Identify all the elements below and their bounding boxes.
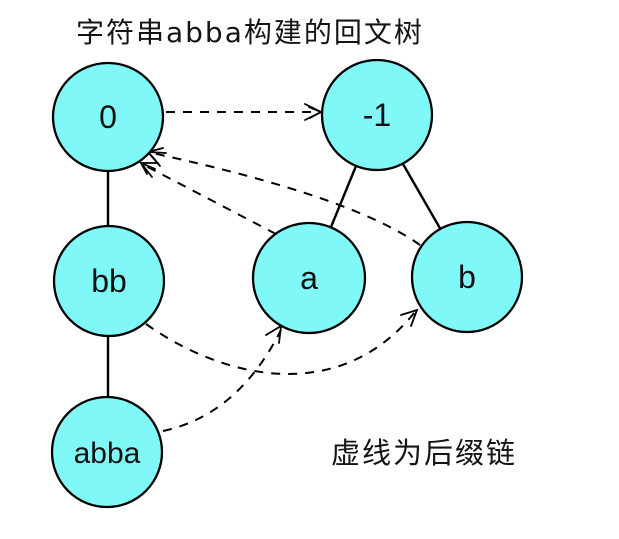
node-neg1-circle bbox=[320, 58, 434, 172]
tree-edge-neg1-a bbox=[329, 165, 358, 228]
suffix-link-bb-to-b bbox=[145, 311, 416, 375]
node-bb-label: bb bbox=[91, 263, 127, 299]
node-0: 0 bbox=[51, 61, 165, 173]
legend-suffix-link-note: 虚线为后缀链 bbox=[331, 436, 517, 470]
node-abba-circle bbox=[50, 395, 164, 509]
node-a-circle bbox=[251, 221, 367, 335]
node-0-label: 0 bbox=[99, 99, 117, 135]
node-a-label: a bbox=[300, 260, 318, 296]
node-neg1-label: -1 bbox=[363, 97, 391, 133]
node-a: a bbox=[251, 221, 367, 335]
suffix-link-b-to-0 bbox=[151, 152, 421, 246]
node-bb-circle bbox=[52, 224, 166, 338]
tree-edge-neg1-b bbox=[401, 163, 443, 231]
diagram-title: 字符串abba构建的回文树 bbox=[76, 16, 424, 49]
node-b-circle bbox=[410, 220, 524, 334]
arrowhead-into-b bbox=[400, 308, 419, 327]
node-neg1: -1 bbox=[320, 58, 434, 172]
node-abba-label: abba bbox=[74, 437, 141, 470]
suffix-link-a-to-0 bbox=[143, 164, 277, 235]
node-bb: bb bbox=[52, 224, 166, 338]
suffix-link-abba-to-a bbox=[162, 329, 282, 432]
node-abba: abba bbox=[50, 395, 164, 509]
node-b: b bbox=[410, 220, 524, 334]
node-0-circle bbox=[51, 61, 165, 173]
node-b-label: b bbox=[458, 259, 476, 295]
arrowhead-a-link-into-0-sketch bbox=[138, 161, 156, 175]
